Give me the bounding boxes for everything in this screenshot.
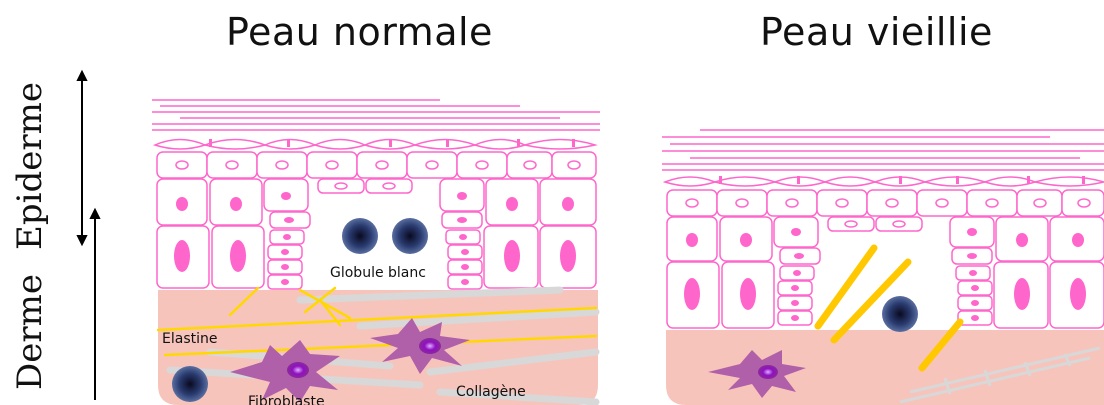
aged-skin-panel — [662, 130, 1104, 405]
normal-white-cell-3 — [172, 366, 208, 402]
epidermis-arrow — [78, 72, 86, 244]
elastin-label: Elastine — [162, 331, 217, 347]
normal-stratum-corneum — [152, 100, 600, 130]
normal-granular-layer — [155, 140, 595, 150]
aged-stratum-corneum — [662, 130, 1104, 170]
normal-white-cell-2 — [392, 218, 428, 254]
white-cell-label: Globule blanc — [330, 265, 426, 281]
aged-granular-layer — [665, 177, 1104, 186]
normal-skin-panel: Globule blanc Elastine Collagène Fibrobl… — [152, 100, 600, 405]
dermis-arrow — [91, 210, 99, 400]
fibroblast-label: Fibroblaste — [248, 394, 325, 405]
aged-white-cell — [882, 296, 918, 332]
normal-dermis — [158, 290, 598, 405]
collagen-label: Collagène — [456, 384, 526, 400]
normal-white-cell-1 — [342, 218, 378, 254]
